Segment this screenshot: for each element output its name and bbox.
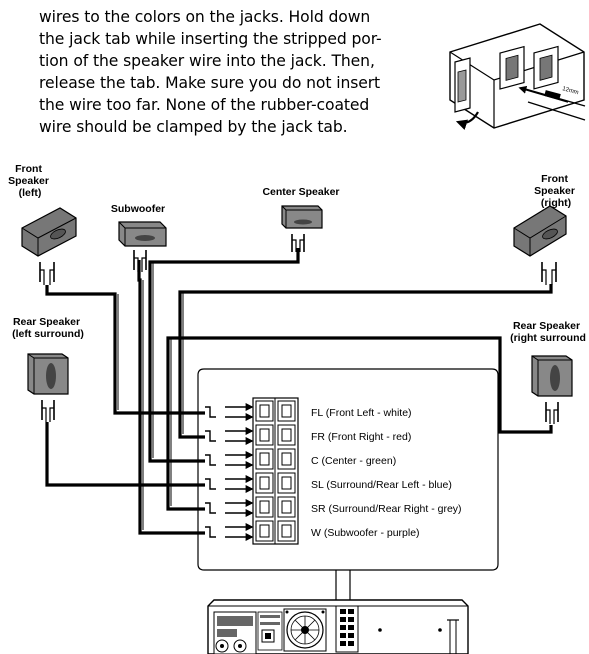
terminal-label-sr: SR (Surround/Rear Right - grey) — [311, 503, 462, 515]
front-left-speaker-icon — [21, 207, 77, 285]
front-left-speaker-label: Front Speaker (left) — [8, 163, 52, 199]
instruction-line: wires to the colors on the jacks. Hold d… — [39, 8, 371, 26]
label-line: (right surround — [510, 332, 586, 344]
instruction-line: the jack tab while inserting the strippe… — [39, 30, 382, 48]
instruction-line: the wire too far. None of the rubber-coa… — [39, 96, 370, 114]
subwoofer-speaker-icon — [118, 221, 167, 272]
instruction-line: wire should be clamped by the jack tab. — [39, 118, 348, 136]
rear-right-speaker-label: Rear Speaker (right surround — [510, 320, 586, 344]
label-line: Subwoofer — [111, 203, 165, 215]
label-line: Center Speaker — [262, 186, 339, 198]
front-right-speaker-label: Front Speaker (right) — [534, 173, 578, 209]
rear-left-speaker-label: Rear Speaker (left surround) — [12, 316, 84, 340]
terminal-label-c: C (Center - green) — [311, 455, 396, 467]
terminal-row-w — [205, 520, 296, 542]
label-line: Front — [541, 173, 568, 185]
instruction-line: tion of the speaker wire into the jack. … — [39, 52, 375, 70]
terminal-row-sr — [205, 496, 296, 518]
wire-front-right — [178, 284, 553, 439]
label-line: Speaker — [534, 185, 575, 197]
terminal-row-fr — [205, 424, 296, 446]
terminal-rows — [205, 400, 296, 542]
label-line: (left) — [19, 187, 42, 199]
label-line: Front — [15, 163, 42, 175]
terminal-row-sl — [205, 472, 296, 494]
center-speaker-icon — [281, 205, 323, 252]
wire-length-label: 12mm — [561, 86, 579, 96]
terminal-label-sl: SL (Surround/Rear Left - blue) — [311, 479, 452, 491]
rear-left-speaker-icon — [27, 353, 69, 422]
label-line: Rear Speaker — [513, 320, 580, 332]
instructions-text: wires to the colors on the jacks. Hold d… — [39, 6, 439, 138]
terminal-label-fl: FL (Front Left - white) — [311, 407, 412, 419]
wire-front-left — [45, 285, 205, 415]
label-line: (left surround) — [12, 328, 84, 340]
terminal-row-c — [205, 448, 296, 470]
terminal-label-w: W (Subwoofer - purple) — [311, 527, 420, 539]
wire-outlines — [117, 262, 184, 530]
subwoofer-label: Subwoofer — [111, 203, 165, 215]
wire-surround-right — [166, 336, 553, 511]
terminal-label-fr: FR (Front Right - red) — [311, 431, 411, 443]
label-line: Speaker — [8, 175, 49, 187]
rear-right-speaker-icon — [531, 355, 573, 424]
jack-tab-illustration: 12mm — [449, 23, 586, 130]
label-line: Rear Speaker — [13, 316, 80, 328]
terminal-row-fl — [205, 400, 296, 422]
center-speaker-label: Center Speaker — [262, 186, 339, 198]
receiver-rear-panel — [207, 599, 469, 654]
wiring — [45, 248, 553, 535]
wire-surround-left — [45, 422, 205, 487]
wire-subwoofer — [137, 260, 205, 535]
front-right-speaker-icon — [513, 205, 567, 285]
instruction-line: release the tab. Make sure you do not in… — [39, 74, 381, 92]
terminal-callout — [197, 368, 499, 600]
label-line: (right) — [541, 197, 571, 209]
